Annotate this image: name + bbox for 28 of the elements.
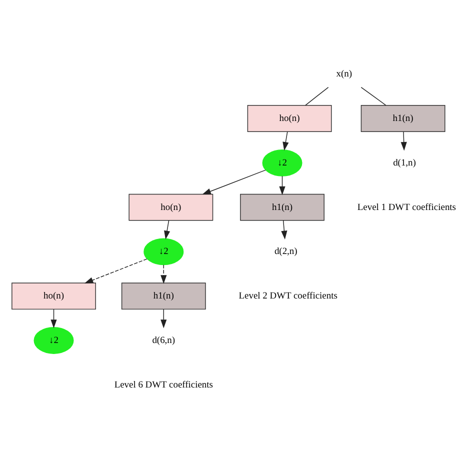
arrow — [84, 258, 147, 283]
node-box: ho(n) — [128, 193, 213, 220]
node-box: ho(n) — [246, 104, 332, 132]
node-ellipse: ↓2 — [143, 238, 184, 265]
connector — [304, 86, 328, 106]
node-text: x(n) — [336, 69, 352, 80]
connector — [360, 86, 386, 106]
node-text: d(2,n) — [274, 246, 297, 257]
arrow — [282, 130, 288, 150]
node-box: h1(n) — [120, 282, 206, 310]
label: Level 1 DWT coefficients — [356, 202, 456, 212]
arrow — [160, 308, 166, 328]
node-box: h1(n) — [240, 193, 324, 220]
arrow — [160, 264, 166, 284]
node-box: h1(n) — [360, 104, 445, 132]
arrow — [50, 308, 56, 328]
node-box: ho(n) — [11, 282, 96, 310]
node-text: d(1,n) — [392, 158, 416, 168]
label: Level 6 DWT coefficients — [114, 380, 212, 390]
label: Level 2 DWT coefficients — [238, 291, 337, 302]
arrow — [164, 220, 170, 240]
arrow — [280, 220, 287, 240]
arrow — [202, 169, 266, 194]
node-ellipse: ↓2 — [33, 326, 74, 354]
node-text: d(6,n) — [152, 335, 175, 346]
arrow — [400, 130, 406, 150]
node-ellipse: ↓2 — [262, 148, 302, 176]
arrow — [278, 175, 285, 195]
